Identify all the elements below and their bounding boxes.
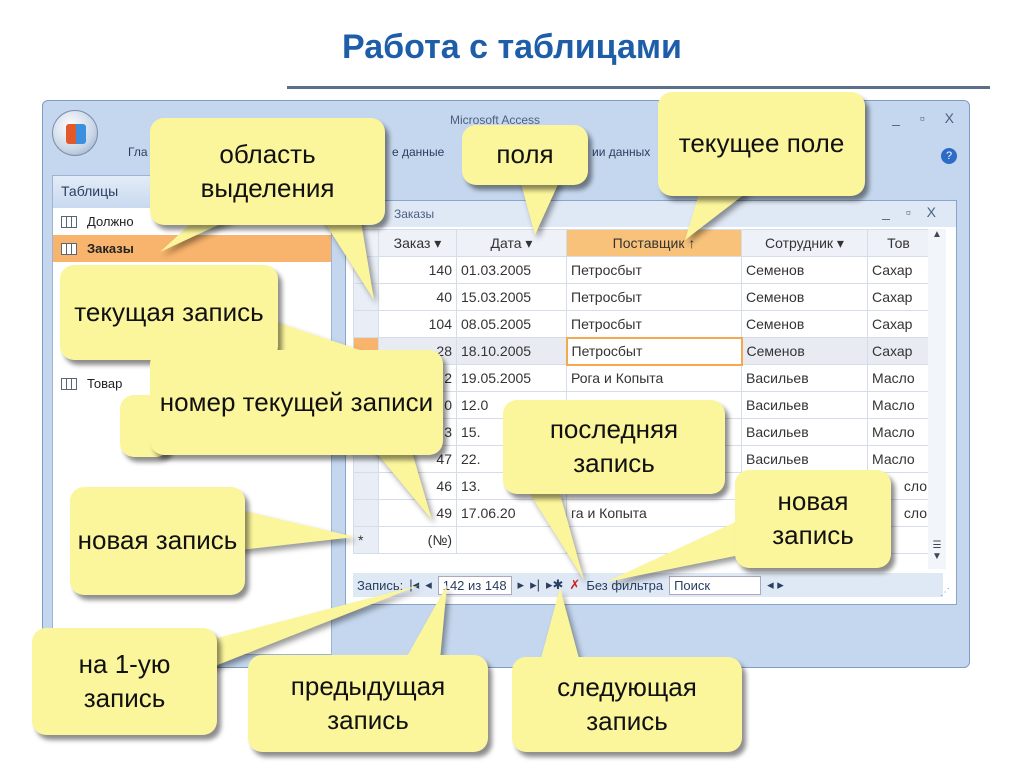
callout-next-record: следующая запись (512, 657, 742, 752)
nav-item-label: Товар (87, 376, 123, 391)
table-cell[interactable]: Семенов (741, 337, 868, 365)
table-cell[interactable]: (№) (378, 526, 457, 554)
tail-record-number (370, 445, 432, 520)
nav-item-label: Должно (87, 214, 134, 229)
tail-new-record-right (606, 520, 740, 582)
slide-title: Работа с таблицами (342, 28, 682, 66)
window-controls[interactable]: _ ▫ X (892, 110, 962, 126)
table-cell[interactable]: Семенов (741, 256, 868, 284)
table-cell[interactable]: Петросбыт (565, 336, 743, 366)
table-cell[interactable] (456, 526, 567, 554)
datasheet-title-bar: Заказы _ ▫ X (346, 201, 956, 227)
table-cell[interactable]: Сахар (867, 283, 930, 311)
column-header[interactable]: Дата ▾ (456, 229, 567, 257)
table-cell[interactable]: 18.10.2005 (456, 337, 567, 365)
callout-new-record-right: новая запись (735, 470, 891, 568)
datasheet-controls[interactable]: _ ▫ X (882, 204, 942, 220)
column-header[interactable]: Сотрудник ▾ (741, 229, 868, 257)
table-cell[interactable]: 19.05.2005 (456, 364, 567, 392)
vertical-scrollbar[interactable]: ▲☰▼ (928, 229, 946, 569)
datasheet-title: Заказы (394, 207, 435, 221)
callout-new-record-left: новая запись (70, 487, 245, 595)
callout-previous-record: предыдущая запись (248, 655, 488, 752)
nav-item-table[interactable]: Должно (53, 208, 331, 235)
table-cell[interactable]: Масло (867, 418, 930, 446)
new-record-marker: * (353, 526, 379, 554)
callout-fields: поля (462, 125, 588, 185)
table-cell[interactable]: Васильев (741, 418, 868, 446)
title-divider (287, 86, 990, 89)
ribbon-tab[interactable]: е данные (392, 145, 445, 159)
table-cell[interactable]: Петросбыт (566, 310, 742, 338)
window-title: Microsoft Access (450, 113, 541, 127)
table-cell[interactable]: 08.05.2005 (456, 310, 567, 338)
table-icon (61, 377, 77, 390)
ribbon-tab[interactable]: Гла (128, 145, 148, 159)
ribbon-tab[interactable]: ии данных (592, 145, 651, 159)
record-label: Запись: (357, 577, 404, 593)
help-icon[interactable]: ? (941, 148, 957, 164)
callout-current-record: текущая запись (60, 265, 278, 360)
callout-selection-area: область выделения (150, 118, 385, 225)
table-cell[interactable]: 01.03.2005 (456, 256, 567, 284)
nav-item-orders[interactable]: Заказы (53, 235, 331, 262)
column-header[interactable]: Заказ ▾ (378, 229, 457, 257)
next-record-button[interactable]: ▸ (517, 577, 525, 592)
first-record-button[interactable]: |◂ (409, 577, 420, 592)
filter-toggle[interactable]: Без фильтра (586, 577, 664, 593)
tail-last-record (530, 494, 584, 580)
tail-selection-area-2 (320, 215, 374, 300)
office-logo-icon (66, 124, 86, 144)
callout-last-record: последняя запись (503, 400, 725, 494)
search-input[interactable]: Поиск (669, 575, 762, 595)
callout-current-record-number: номер текущей записи (150, 350, 443, 455)
table-cell[interactable]: Петросбыт (566, 283, 742, 311)
record-selector[interactable] (353, 283, 379, 311)
record-navigation-bar: Запись: |◂ ◂ 142 из 148 ▸ ▸| ▸✱ ✗ Без фи… (353, 573, 943, 597)
horizontal-scroll[interactable]: ◂ ▸ (767, 577, 784, 592)
tail-previous-record (405, 585, 447, 660)
tail-first-record (210, 585, 420, 668)
table-cell[interactable]: Сахар (867, 256, 930, 284)
table-cell[interactable]: Васильев (741, 391, 868, 419)
nav-item-table[interactable]: Товар (53, 370, 331, 397)
resize-grip-icon[interactable]: ⋰ (940, 587, 950, 598)
current-record-input[interactable]: 142 из 148 (437, 575, 512, 595)
record-selector[interactable] (353, 472, 379, 500)
nav-item-label: Заказы (87, 241, 134, 256)
table-cell[interactable]: Васильев (741, 445, 868, 473)
callout-first-record: на 1-ую запись (32, 628, 217, 735)
office-button[interactable] (52, 110, 98, 156)
record-selector[interactable] (353, 310, 379, 338)
table-icon (61, 215, 77, 228)
tail-current-record (270, 320, 360, 350)
tail-next-record (540, 588, 580, 662)
table-cell[interactable]: Масло (867, 364, 930, 392)
new-record-button[interactable]: ▸✱ (545, 577, 564, 592)
callout-current-field: текущее поле (658, 92, 865, 196)
table-cell[interactable]: Петросбыт (566, 256, 742, 284)
column-header[interactable]: Тов (867, 229, 930, 257)
record-selector[interactable] (353, 499, 379, 527)
tail-fields (520, 180, 560, 235)
previous-record-button[interactable]: ◂ (425, 577, 432, 592)
table-icon (61, 242, 77, 255)
column-header-current[interactable]: Поставщик ↑ (566, 229, 742, 257)
filter-icon: ✗ (569, 577, 581, 592)
table-cell[interactable]: Васильев (741, 364, 868, 392)
last-record-button[interactable]: ▸| (530, 577, 540, 592)
tail-new-record-left (240, 510, 355, 550)
tail-current-field (685, 190, 750, 240)
